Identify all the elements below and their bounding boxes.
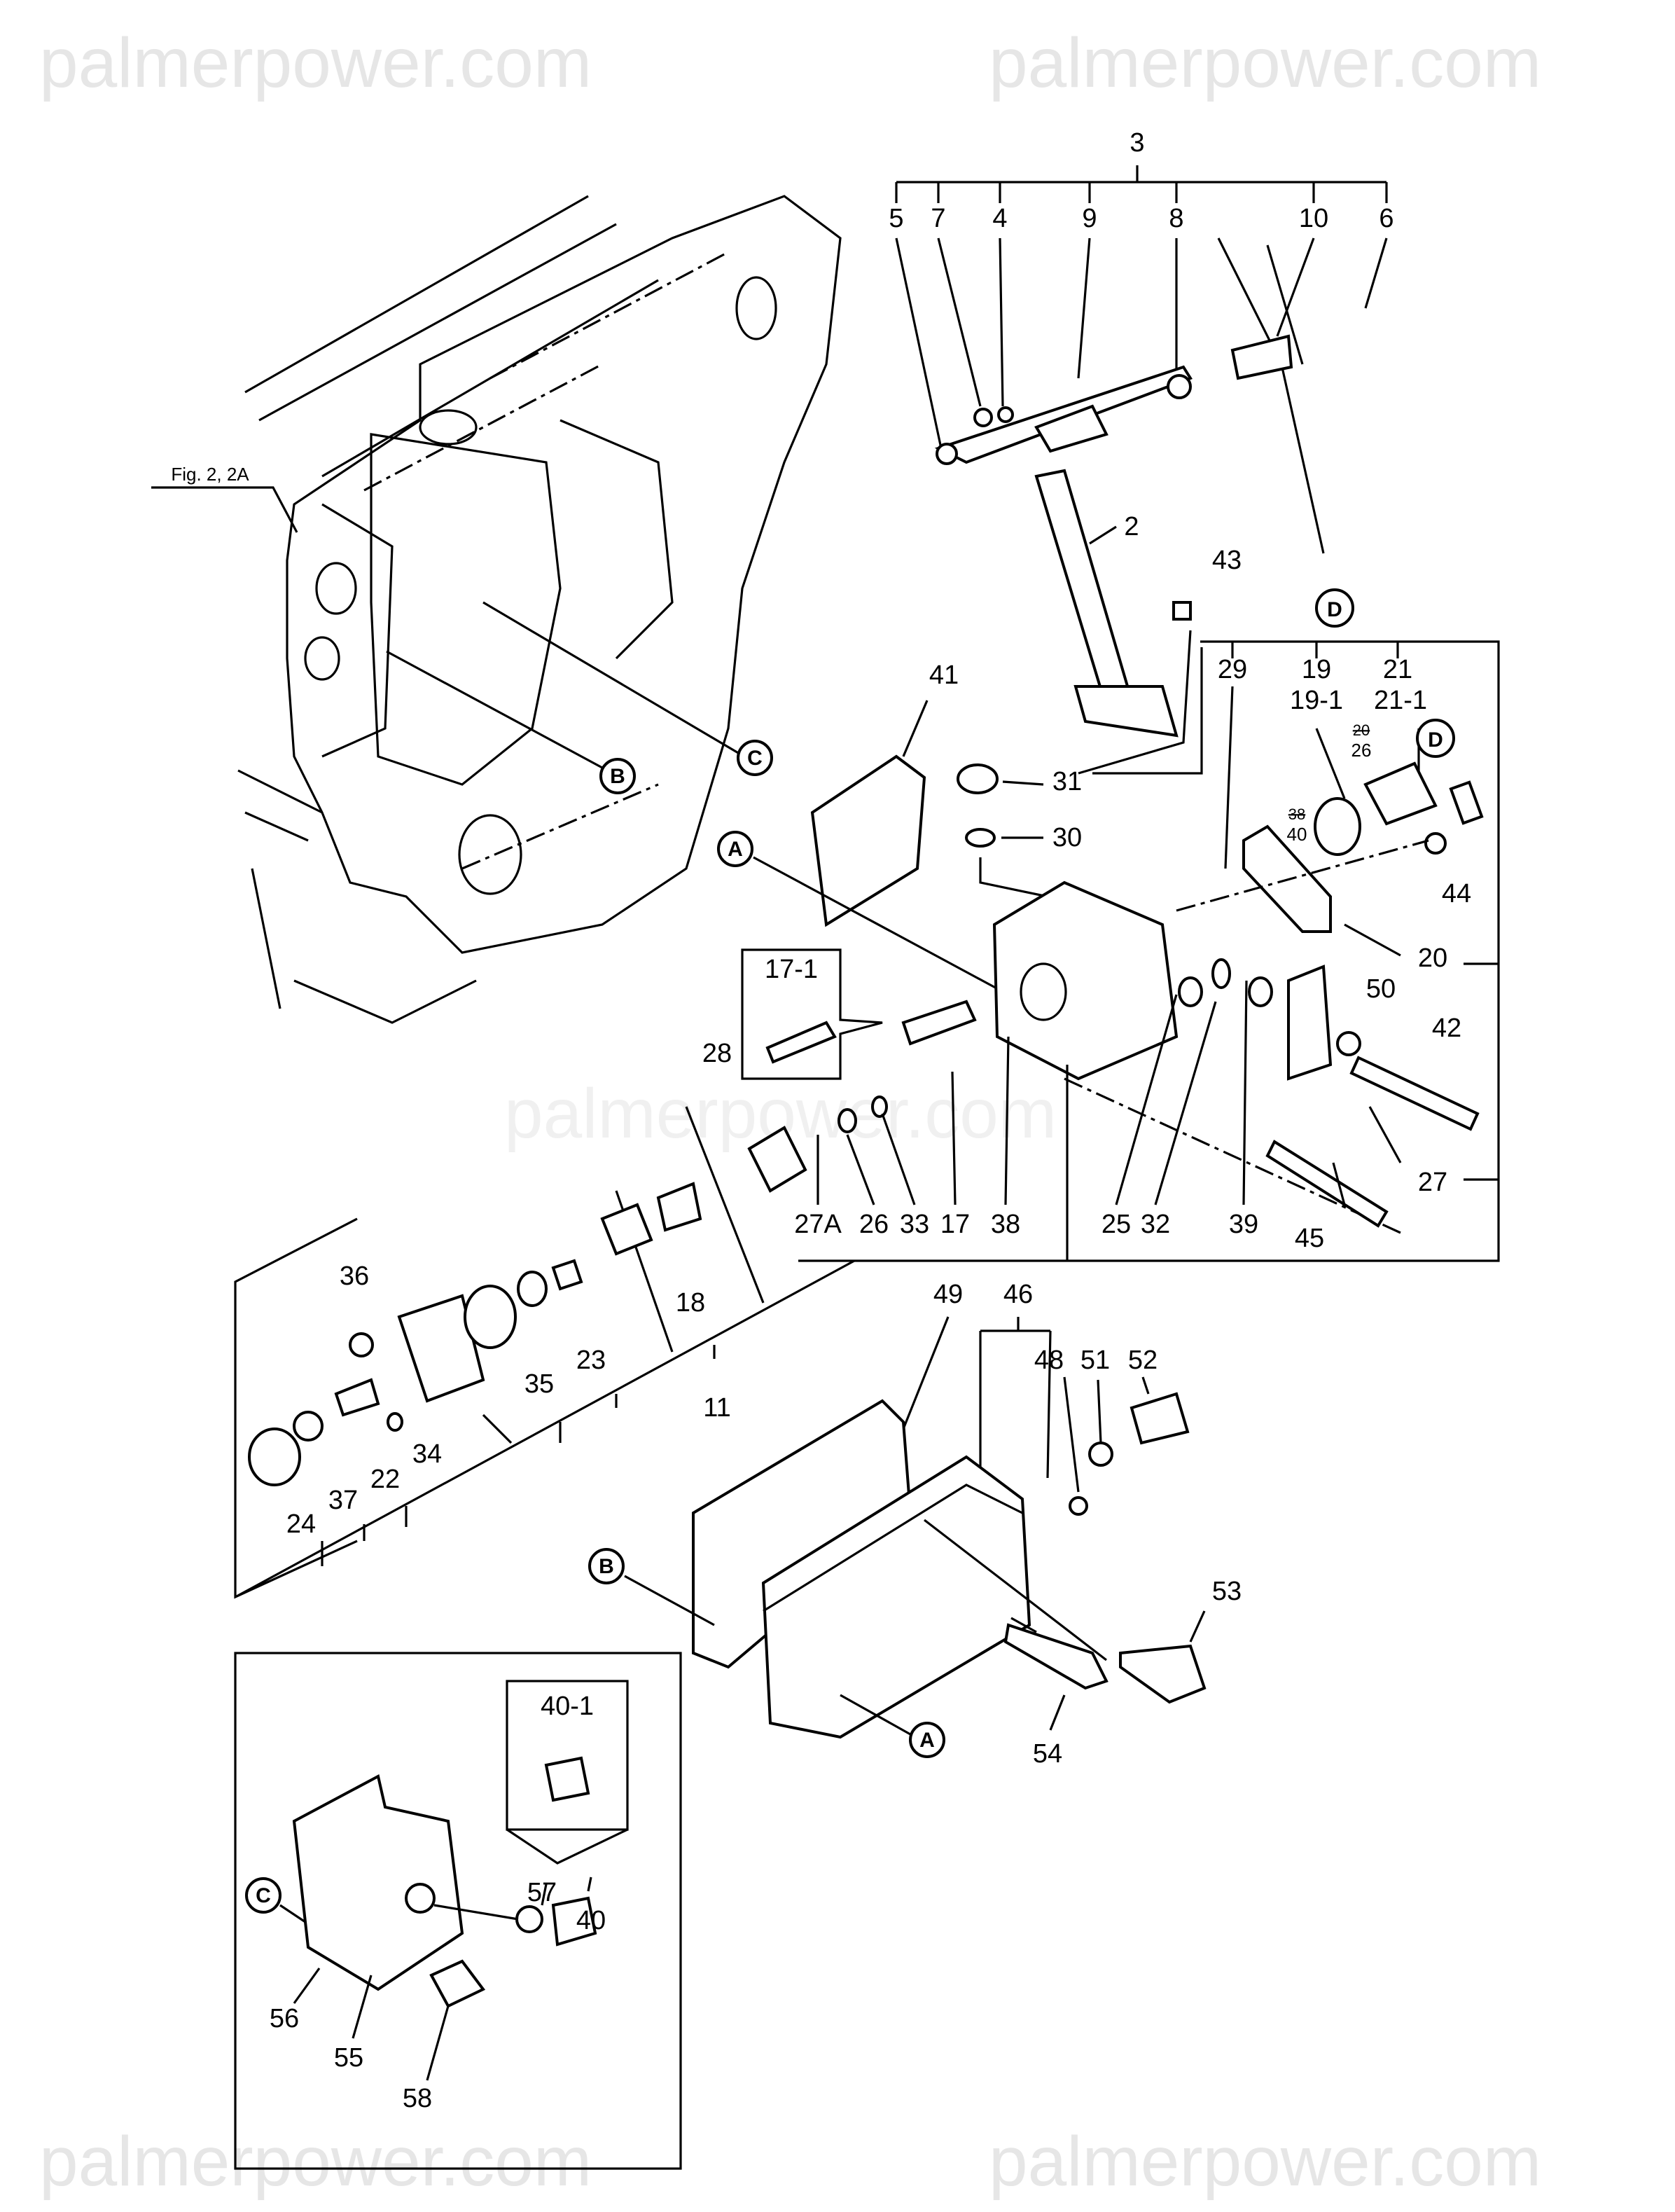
callout-24: 24 bbox=[286, 1509, 316, 1539]
callout-41: 41 bbox=[929, 661, 959, 690]
callout-38: 38 bbox=[991, 1210, 1020, 1239]
callout-40-1: 40-1 bbox=[541, 1692, 594, 1721]
callout-49: 49 bbox=[933, 1280, 963, 1309]
callout-35: 35 bbox=[524, 1369, 554, 1399]
ref-marker-a: A bbox=[717, 831, 753, 867]
svg-text:A: A bbox=[728, 838, 743, 861]
ref-marker-b2: B bbox=[588, 1548, 625, 1584]
callout-25: 25 bbox=[1101, 1210, 1131, 1239]
callout-20-obsolete: 20 bbox=[1353, 721, 1370, 739]
callout-6: 6 bbox=[1379, 204, 1393, 233]
callout-31: 31 bbox=[1052, 767, 1082, 796]
callout-55: 55 bbox=[334, 2043, 363, 2073]
callout-39: 39 bbox=[1229, 1210, 1258, 1239]
callout-44: 44 bbox=[1442, 879, 1471, 908]
svg-text:C: C bbox=[747, 747, 763, 770]
callout-9: 9 bbox=[1082, 204, 1097, 233]
callout-40-small: 40 bbox=[1287, 824, 1307, 845]
watermark: palmerpower.com bbox=[39, 24, 592, 102]
callout-28: 28 bbox=[702, 1039, 732, 1068]
callout-21: 21 bbox=[1383, 655, 1412, 684]
svg-text:D: D bbox=[1327, 598, 1342, 621]
callout-45: 45 bbox=[1295, 1224, 1324, 1253]
watermark: palmerpower.com bbox=[989, 24, 1541, 102]
callout-3: 3 bbox=[1130, 128, 1144, 158]
svg-text:C: C bbox=[256, 1884, 271, 1907]
callout-27: 27 bbox=[1418, 1168, 1447, 1197]
callout-10: 10 bbox=[1299, 204, 1328, 233]
svg-text:D: D bbox=[1428, 728, 1443, 752]
callout-18: 18 bbox=[676, 1288, 705, 1318]
callout-17-1: 17-1 bbox=[765, 955, 818, 984]
ref-marker-c2: C bbox=[245, 1877, 282, 1914]
callout-43: 43 bbox=[1212, 546, 1242, 575]
callout-26: 26 bbox=[859, 1210, 889, 1239]
callout-8: 8 bbox=[1169, 204, 1183, 233]
callout-29: 29 bbox=[1218, 655, 1247, 684]
ref-marker-c: C bbox=[737, 740, 773, 776]
callout-4: 4 bbox=[992, 204, 1007, 233]
callout-58: 58 bbox=[403, 2084, 432, 2113]
callout-33: 33 bbox=[900, 1210, 929, 1239]
watermark: palmerpower.com bbox=[989, 2122, 1541, 2201]
callout-57: 57 bbox=[527, 1878, 557, 1907]
ref-marker-a2: A bbox=[909, 1722, 945, 1758]
callout-54: 54 bbox=[1033, 1739, 1062, 1769]
callout-53: 53 bbox=[1212, 1577, 1242, 1606]
callout-51: 51 bbox=[1080, 1346, 1110, 1375]
callout-11: 11 bbox=[703, 1393, 730, 1423]
watermark: palmerpower.com bbox=[39, 2122, 592, 2201]
svg-text:B: B bbox=[599, 1555, 614, 1578]
callout-46: 46 bbox=[1003, 1280, 1033, 1309]
ref-marker-d2: D bbox=[1416, 719, 1455, 758]
callout-21-1: 21-1 bbox=[1374, 686, 1427, 715]
callout-36: 36 bbox=[340, 1261, 369, 1291]
callout-48: 48 bbox=[1034, 1346, 1064, 1375]
callout-32: 32 bbox=[1141, 1210, 1170, 1239]
callout-17: 17 bbox=[940, 1210, 970, 1239]
callout-42: 42 bbox=[1432, 1014, 1461, 1043]
callout-20: 20 bbox=[1418, 943, 1447, 973]
callout-19-1: 19-1 bbox=[1290, 686, 1343, 715]
figure-reference: Fig. 2, 2A bbox=[171, 464, 249, 485]
callout-26-small: 26 bbox=[1351, 740, 1372, 761]
callout-23: 23 bbox=[576, 1346, 606, 1375]
ref-marker-d: D bbox=[1315, 588, 1354, 628]
svg-text:B: B bbox=[610, 765, 625, 788]
callout-30: 30 bbox=[1052, 823, 1082, 852]
ref-marker-b: B bbox=[599, 758, 636, 794]
svg-text:A: A bbox=[919, 1729, 935, 1752]
callout-38-obsolete: 38 bbox=[1288, 806, 1305, 823]
callout-34: 34 bbox=[412, 1439, 442, 1469]
callout-37: 37 bbox=[328, 1486, 358, 1515]
engine-block bbox=[237, 195, 842, 1024]
callout-7: 7 bbox=[931, 204, 945, 233]
callout-40: 40 bbox=[576, 1906, 606, 1935]
callout-52: 52 bbox=[1128, 1346, 1158, 1375]
callout-56: 56 bbox=[270, 2004, 299, 2033]
callout-2: 2 bbox=[1124, 512, 1139, 541]
callout-50: 50 bbox=[1366, 974, 1396, 1004]
callout-19: 19 bbox=[1302, 655, 1331, 684]
callout-22: 22 bbox=[370, 1465, 400, 1494]
callout-27A: 27A bbox=[794, 1210, 842, 1239]
callout-5: 5 bbox=[889, 204, 903, 233]
